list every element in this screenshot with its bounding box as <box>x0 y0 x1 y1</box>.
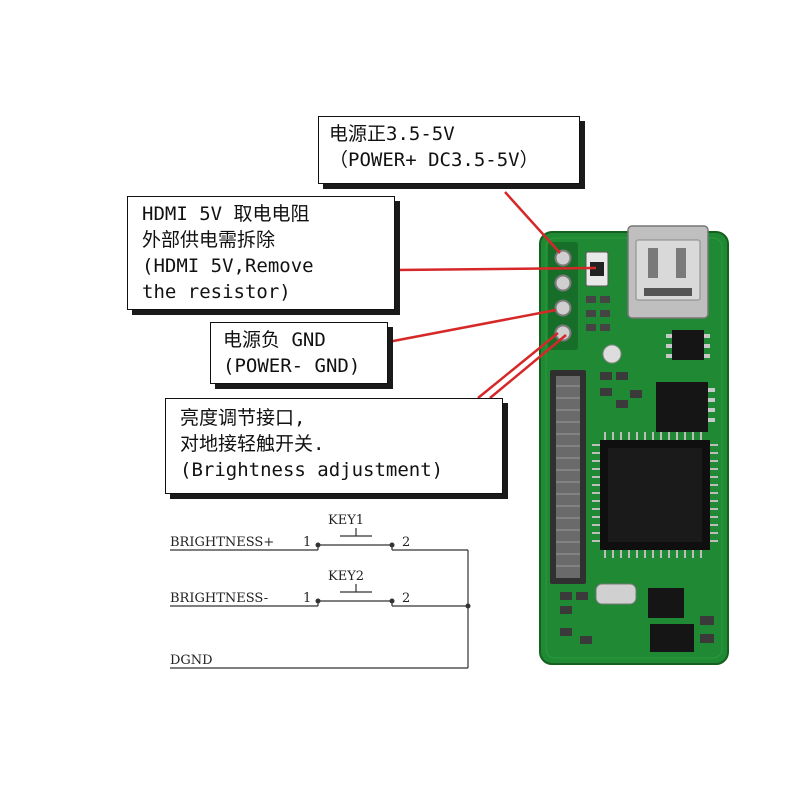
callout-power-positive-line1: 电源正3.5-5V <box>329 123 455 145</box>
lower-chip-2 <box>650 624 694 652</box>
hdmi-connector <box>627 225 709 319</box>
callout-brightness-line3: (Brightness adjustment) <box>180 459 444 481</box>
led <box>602 344 622 364</box>
crystal <box>595 583 637 605</box>
leader-hdmi <box>395 266 597 272</box>
pin-brightness <box>554 324 572 342</box>
regulator-chip <box>666 330 710 360</box>
pin-gnd <box>554 299 572 317</box>
header-pins <box>548 242 578 350</box>
net-label-dgnd: DGND <box>170 653 213 668</box>
net-label-brightness-minus: BRIGHTNESS- <box>170 591 268 606</box>
net-label-brightness-plus: BRIGHTNESS+ <box>170 535 274 550</box>
leader-brightness-a <box>477 332 559 399</box>
callout-power-positive-line2: （POWER+ DC3.5-5V） <box>329 149 539 171</box>
smd-parts-mid <box>600 372 642 408</box>
callout-hdmi-line3: (HDMI 5V,Remove <box>142 255 314 277</box>
lower-chip <box>648 588 684 618</box>
fpc-connector <box>550 370 586 584</box>
smd-parts-bottom <box>560 592 714 644</box>
hdmi-resistor <box>585 251 609 287</box>
switch-label-key1: KEY1 <box>328 513 364 528</box>
key1-pin1-label: 1 <box>303 535 311 550</box>
pin-hdmi <box>554 274 572 292</box>
callout-hdmi-line2: 外部供电需拆除 <box>142 229 276 251</box>
callout-brightness-line2: 对地接轻触开关. <box>180 433 325 455</box>
schematic <box>170 528 469 669</box>
callout-hdmi-resistor: HDMI 5V 取电电阻 外部供电需拆除 (HDMI 5V,Remove the… <box>127 196 395 310</box>
key2-pin1-label: 1 <box>303 591 311 606</box>
memory-chip <box>656 382 715 432</box>
main-controller-chip <box>592 432 718 558</box>
pin-power-pos <box>554 249 572 267</box>
key1-pin2-label: 2 <box>402 535 410 550</box>
callout-power-negative: 电源负 GND (POWER- GND) <box>210 322 388 384</box>
schematic-junctions <box>315 542 471 609</box>
smd-parts-left <box>586 296 610 331</box>
switch-label-key2: KEY2 <box>328 569 364 584</box>
leader-brightness-b <box>489 334 567 399</box>
leader-gnd <box>387 308 557 344</box>
callout-gnd-line2: (POWER- GND) <box>223 355 361 377</box>
leader-lines <box>387 191 597 399</box>
callout-hdmi-line1: HDMI 5V 取电电阻 <box>142 203 310 225</box>
callout-power-positive: 电源正3.5-5V （POWER+ DC3.5-5V） <box>318 116 580 184</box>
key2-pin2-label: 2 <box>402 591 410 606</box>
callout-brightness-line1: 亮度调节接口, <box>180 407 306 429</box>
callout-brightness: 亮度调节接口, 对地接轻触开关. (Brightness adjustment) <box>165 398 503 494</box>
leader-power-pos <box>504 191 561 254</box>
callout-hdmi-line4: the resistor) <box>142 281 291 303</box>
callout-gnd-line1: 电源负 GND <box>223 329 326 351</box>
